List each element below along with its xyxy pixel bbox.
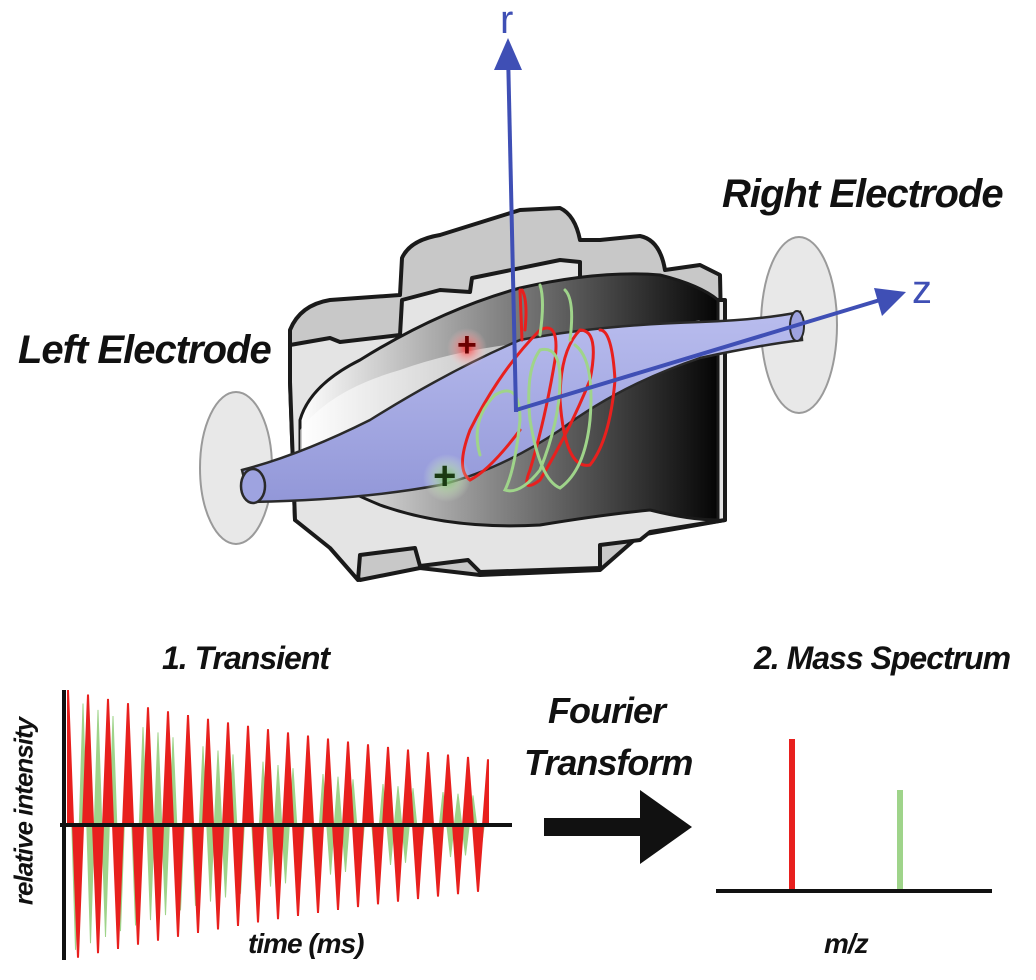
green-ion-glow — [423, 454, 471, 502]
green-ion-charge: + — [433, 454, 456, 498]
r-axis-head — [494, 38, 522, 70]
green-ion-trajectory — [475, 283, 593, 493]
z-axis-head — [874, 288, 906, 316]
red-ion-trajectory — [461, 288, 617, 488]
spectrum-peaks — [789, 739, 903, 889]
red-ion-glow — [447, 328, 487, 368]
r-axis-label: r — [500, 0, 514, 42]
fourier-transform-arrow — [544, 790, 692, 864]
left-electrode-label: Left Electrode — [18, 328, 272, 372]
right-electrode-label: Right Electrode — [722, 172, 1004, 216]
transient-x-label: time (ms) — [248, 928, 364, 959]
z-axis-arrow — [515, 298, 881, 412]
spectrum-title: 2. Mass Spectrum — [754, 640, 1011, 676]
red-ion-charge: + — [457, 326, 477, 364]
r-axis-arrow — [503, 47, 518, 413]
z-axis-label: z — [912, 268, 932, 312]
spectrum-red-peak — [789, 739, 795, 889]
spectrum-green-peak — [897, 790, 903, 889]
transient-y-label: relative intensity — [8, 717, 39, 906]
fourier-label-line2: Transform — [524, 742, 693, 783]
spindle-left-end — [239, 467, 267, 505]
fourier-label-line1: Fourier — [548, 690, 666, 731]
spectrum-x-label: m/z — [824, 928, 869, 959]
transient-title: 1. Transient — [162, 640, 330, 676]
